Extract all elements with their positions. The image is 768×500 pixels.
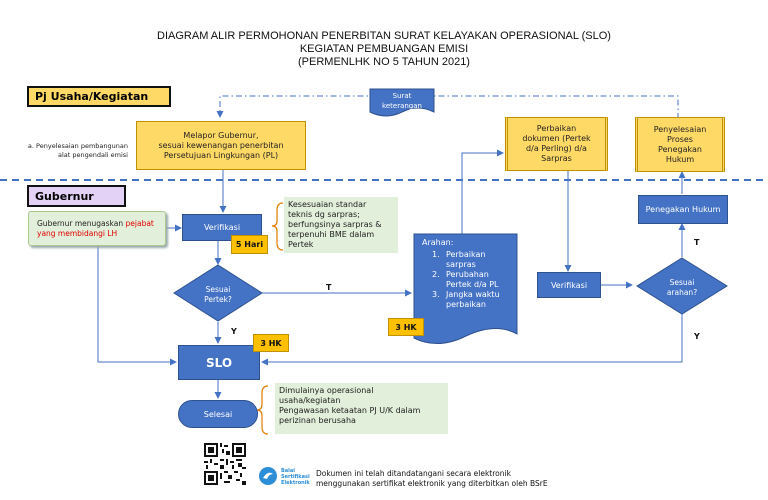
penyelesaian-line-3: Penegakan [658,144,702,154]
label-y-arahan: Y [694,332,700,341]
bsre-text-line-2: Sertifikasi [281,474,310,480]
label-t-pertek: T [326,283,332,292]
perbaikan-line-4: Sarpras [541,154,572,163]
connector-sesuaiarahan-slo [261,314,683,366]
arahan-item-1-num: 1. [432,250,440,259]
menugaskan-text-red-1: pejabat [125,218,154,228]
connector-loop-top [216,95,679,119]
brace-dimulainya [256,385,269,435]
bsre-text-line-3: Elektronik [281,480,310,486]
badge-3-hk-arahan: 3 HK [388,318,424,336]
label-t-arahan: T [694,238,700,247]
dimulainya-line-4: perizinan berusaha [279,416,356,425]
menugaskan-text-1: Gubernur menugaskan [37,218,126,228]
arahan-item-1-line-2: sarpras [446,260,476,269]
lane-pj-usaha: Pj Usaha/Kegiatan [27,86,171,107]
penyelesaian-line-2: Proses [667,134,693,144]
footer-signature-text: Dokumen ini telah ditandatangani secara … [316,469,548,489]
perbaikan-line-2: dokumen (Pertek [522,134,591,143]
kesesuaian-line-2: teknis dg sarpras; [288,210,360,219]
penyelesaian-line-4: Hukum [665,154,695,164]
badge-5-hari: 5 Hari [231,235,268,254]
arahan-heading: Arahan: [422,238,454,247]
sesuai-pertek-line-2: Pertek? [204,295,232,304]
note-kesesuaian: Kesesuaian standar teknis dg sarpras; be… [284,197,398,253]
sesuai-arahan-line-2: arahan? [666,288,698,297]
node-perbaikan-dokumen: Perbaikan dokumen (Pertek d/a Perling) d… [505,117,608,171]
connector-menugaskan-slo [97,246,177,366]
footer-line-1: Dokumen ini telah ditandatangani secara … [316,469,511,478]
melapor-line-2: sesuai kewenangan penerbitan [158,140,284,150]
brace-kesesuaian [271,202,284,251]
kesesuaian-line-3: berfungsinya sarpras & [288,220,382,229]
badge-3-hk-slo: 3 HK [253,334,289,352]
node-surat-keterangan: Surat keterangan [370,91,434,111]
footer-line-2: menggunakan sertifikat elektronik yang d… [316,479,548,488]
dimulainya-line-3: Pengawasan ketaatan PJ U/K dalam [279,406,421,415]
bsre-logo-text: Balai Sertifikasi Elektronik [281,468,310,486]
lane-gubernur: Gubernur [27,185,126,207]
note-dimulainya: Dimulainya operasional usaha/kegiatan Pe… [275,383,448,434]
kesesuaian-line-1: Kesesuaian standar [288,200,367,209]
melapor-line-1: Melapor Gubernur, [183,130,259,140]
decision-sesuai-pertek [173,264,263,322]
surat-keterangan-line-1: Surat [392,92,412,100]
sesuai-arahan-line-1: Sesuai [669,278,695,287]
side-label-penyelesaian: a. Penyelesaian pembangunan alat pengend… [8,142,128,160]
arahan-item-2-line-1: Perubahan [446,270,489,279]
title-line-1: DIAGRAM ALIR PERMOHONAN PENERBITAN SURAT… [157,30,611,42]
arahan-item-3-line-2: perbaikan [446,300,486,309]
node-penegakan-hukum: Penegakan Hukum [638,195,728,224]
surat-keterangan-shape [369,88,435,117]
title-line-3: (PERMENLHK NO 5 TAHUN 2021) [298,56,470,68]
label-y-pertek: Y [231,327,237,336]
connector-arahan-perbaikan [461,149,504,234]
decision-sesuai-arahan [636,257,728,315]
kesesuaian-line-4: terpenuhi BME dalam [288,230,375,239]
node-gubernur-menugaskan: Gubernur menugaskan pejabat yang membida… [28,211,166,246]
arahan-item-1-line-1: Perbaikan [446,250,486,259]
diagram-title: DIAGRAM ALIR PERMOHONAN PENERBITAN SURAT… [0,30,768,69]
label-sesuai-pertek: Sesuai Pertek? [188,285,248,305]
arahan-item-3-num: 3. [432,290,440,299]
arahan-item-2-line-2: Pertek d/a PL [446,280,499,289]
node-verifikasi-2: Verifikasi [537,272,601,298]
surat-keterangan-line-2: keterangan [382,102,422,110]
node-penyelesaian-penegakan-hukum: Penyelesaian Proses Penegakan Hukum [635,117,725,172]
bsre-text-line-1: Balai [281,468,295,474]
qr-code-icon [204,443,246,485]
label-sesuai-arahan: Sesuai arahan? [652,278,712,298]
dimulainya-line-1: Dimulainya operasional [279,386,374,395]
arahan-item-2-num: 2. [432,270,440,279]
menugaskan-text-red-2: yang membidangi LH [37,228,118,238]
node-slo: SLO [178,345,260,380]
arahan-document-shape [413,233,518,344]
penyelesaian-line-1: Penyelesaian [653,124,707,134]
bsre-logo-icon [259,467,277,485]
side-label-line-1: a. Penyelesaian pembangunan [27,142,128,150]
perbaikan-line-1: Perbaikan [536,124,577,133]
perbaikan-line-3: d/a Perling) d/a [526,144,587,153]
melapor-line-3: Persetujuan Lingkungan (PL) [163,150,279,160]
kesesuaian-line-5: Pertek [288,240,314,249]
sesuai-pertek-line-1: Sesuai [205,285,231,294]
side-label-line-2: alat pengendali emisi [58,151,128,159]
arahan-item-3-line-1: Jangka waktu [446,290,500,299]
node-melapor-gubernur: Melapor Gubernur, sesuai kewenangan pene… [136,121,306,170]
title-line-2: KEGIATAN PEMBUANGAN EMISI [299,43,469,55]
dimulainya-line-2: usaha/kegiatan [279,396,341,405]
node-selesai: Selesai [178,400,258,428]
